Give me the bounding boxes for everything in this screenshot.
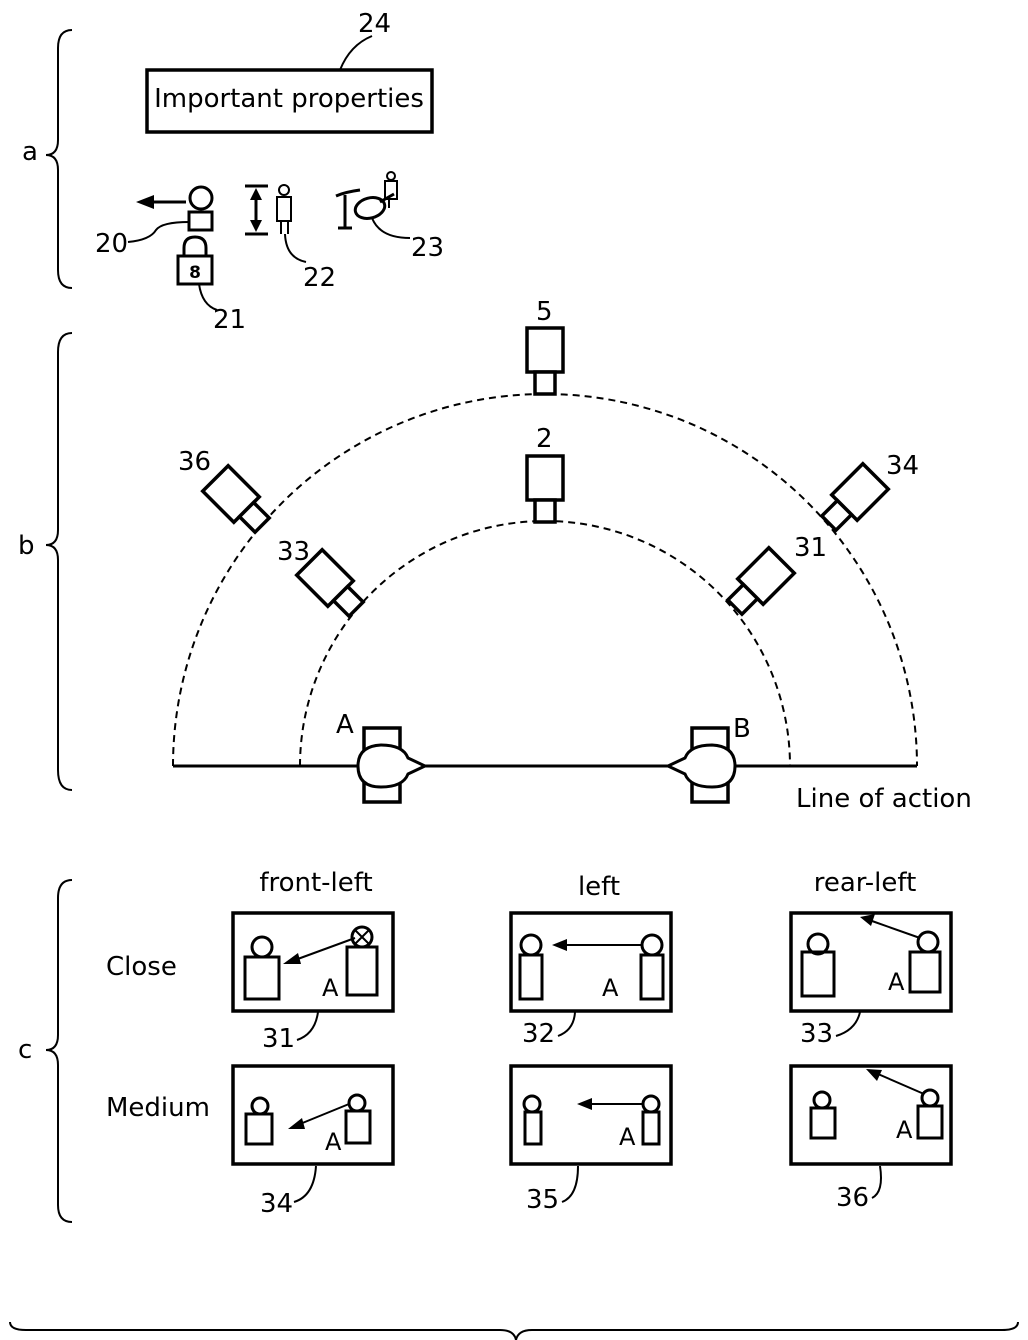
line-of-action-label: Line of action bbox=[796, 784, 972, 814]
brace-b bbox=[45, 332, 73, 791]
important-properties-box bbox=[145, 68, 434, 134]
bottom-brace bbox=[9, 1321, 1019, 1340]
leader-33 bbox=[835, 1011, 861, 1037]
leader-31 bbox=[296, 1011, 319, 1041]
brace-a bbox=[45, 29, 73, 289]
actor-b-figure bbox=[664, 726, 737, 804]
actor-a-in-frame: A bbox=[325, 1128, 342, 1156]
camera-ref-36: 36 bbox=[178, 447, 211, 477]
important-properties-label: Important properties bbox=[154, 84, 424, 114]
leader-21 bbox=[198, 283, 218, 311]
camera-ref-33: 33 bbox=[277, 537, 310, 567]
leader-35 bbox=[561, 1165, 579, 1203]
camera-33 bbox=[294, 547, 366, 619]
frame-medium-front-left: A bbox=[231, 1064, 395, 1166]
lock-icon: 8 bbox=[176, 235, 214, 286]
ref-23: 23 bbox=[411, 233, 444, 263]
actor-b-label: B bbox=[733, 714, 751, 744]
column-header-left: left bbox=[578, 872, 620, 902]
frame-ref-32: 32 bbox=[522, 1019, 555, 1049]
frame-ref-35: 35 bbox=[526, 1185, 559, 1215]
camera-ref-31: 31 bbox=[794, 533, 827, 563]
actor-a-in-frame: A bbox=[602, 974, 619, 1002]
leader-34 bbox=[293, 1165, 317, 1203]
row-label-close: Close bbox=[106, 952, 177, 982]
leader-20 bbox=[127, 221, 190, 243]
ref-20: 20 bbox=[95, 229, 128, 259]
section-b: b A B Line of action 5 2 bbox=[18, 297, 972, 814]
height-measure-icon bbox=[245, 184, 292, 236]
actor-a-label: A bbox=[336, 710, 354, 740]
frame-close-front-left: A bbox=[231, 911, 395, 1013]
frame-ref-34: 34 bbox=[260, 1189, 293, 1219]
actor-a-figure bbox=[356, 726, 429, 804]
camera-36 bbox=[200, 463, 272, 535]
svg-text:8: 8 bbox=[189, 263, 201, 283]
camera-person-icon bbox=[335, 171, 398, 230]
actor-a-in-frame: A bbox=[888, 968, 905, 996]
section-c: c front-left left rear-left Close Medium… bbox=[18, 868, 953, 1223]
leader-32 bbox=[557, 1011, 576, 1037]
ref-22: 22 bbox=[303, 263, 336, 293]
frame-close-left: A bbox=[509, 911, 673, 1013]
frame-ref-33: 33 bbox=[800, 1019, 833, 1049]
section-label-a: a bbox=[22, 137, 38, 167]
section-label-b: b bbox=[18, 531, 35, 561]
ref-24: 24 bbox=[358, 9, 391, 39]
camera-ref-34: 34 bbox=[886, 451, 919, 481]
camera-5 bbox=[525, 326, 565, 396]
frame-ref-36: 36 bbox=[836, 1183, 869, 1213]
camera-2 bbox=[525, 454, 565, 524]
leader-23 bbox=[371, 217, 411, 239]
frame-medium-rear-left: A bbox=[789, 1064, 953, 1166]
camera-ref-2: 2 bbox=[536, 424, 553, 454]
outer-camera-arc bbox=[172, 393, 918, 767]
leader-36 bbox=[871, 1165, 882, 1199]
row-label-medium: Medium bbox=[106, 1093, 210, 1123]
camera-31 bbox=[725, 545, 797, 617]
brace-c bbox=[45, 879, 73, 1223]
frame-medium-left: A bbox=[509, 1064, 673, 1166]
camera-ref-5: 5 bbox=[536, 297, 553, 327]
leader-22 bbox=[284, 233, 307, 263]
section-a: a 24 Important properties 20 8 21 bbox=[22, 9, 444, 335]
ref-21: 21 bbox=[213, 305, 246, 335]
actor-a-in-frame: A bbox=[619, 1123, 636, 1151]
column-header-rear-left: rear-left bbox=[814, 868, 917, 898]
camera-34 bbox=[819, 461, 891, 533]
frame-ref-31: 31 bbox=[262, 1024, 295, 1054]
frame-close-rear-left: A bbox=[789, 911, 953, 1013]
column-header-front-left: front-left bbox=[259, 868, 372, 898]
section-label-c: c bbox=[18, 1035, 32, 1065]
actor-a-in-frame: A bbox=[322, 974, 339, 1002]
actor-a-in-frame: A bbox=[896, 1116, 913, 1144]
leader-24 bbox=[339, 35, 373, 71]
